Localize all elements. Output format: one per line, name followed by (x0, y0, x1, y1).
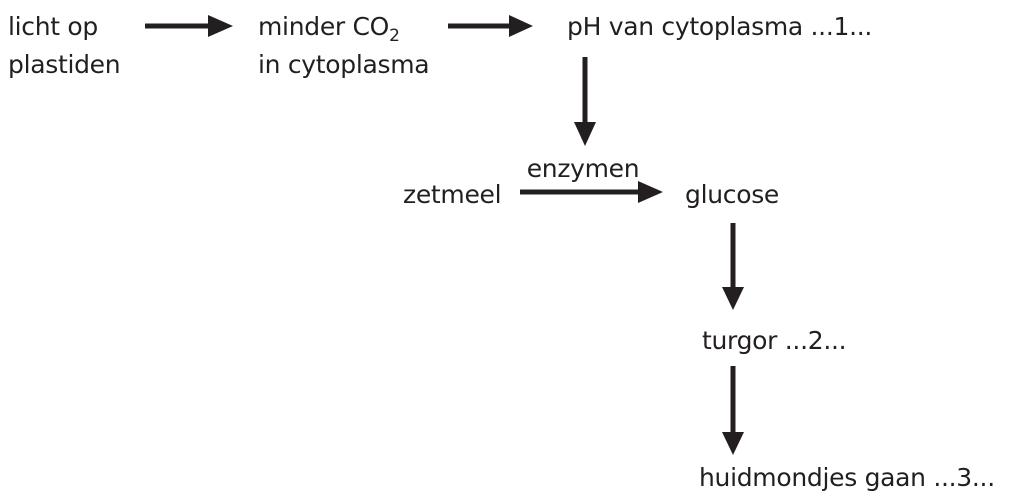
node-minder-co2-text: minder CO (258, 12, 390, 41)
arrow-turgor-down-to-huidmondjes (722, 366, 744, 455)
node-ph-cytoplasma: pH van cytoplasma ...1... (567, 12, 873, 41)
node-licht-op-plastiden: licht op plastiden (8, 8, 121, 84)
node-minder-co2-subscript: 2 (389, 26, 400, 46)
arrow-ph-down-to-enzymen-reaction (574, 57, 596, 146)
arrow-zetmeel-to-glucose (520, 181, 663, 203)
node-zetmeel: zetmeel (403, 180, 502, 209)
node-minder-co2-line2: in cytoplasma (258, 50, 430, 79)
node-licht-op-plastiden-line1: licht op (8, 12, 98, 41)
arrow-label-enzymen: enzymen (526, 154, 640, 183)
node-licht-op-plastiden-line2: plastiden (8, 50, 121, 79)
arrow-minder-co2-to-ph (448, 15, 533, 37)
node-minder-co2-line1: minder CO2 (258, 8, 429, 46)
node-minder-co2: minder CO2 in cytoplasma (258, 8, 430, 84)
node-huidmondjes: huidmondjes gaan ...3... (699, 463, 995, 492)
arrow-glucose-down-to-turgor (722, 223, 744, 310)
arrow-licht-to-minder-co2 (145, 15, 233, 37)
node-glucose: glucose (685, 180, 780, 209)
node-turgor: turgor ...2... (702, 326, 847, 355)
